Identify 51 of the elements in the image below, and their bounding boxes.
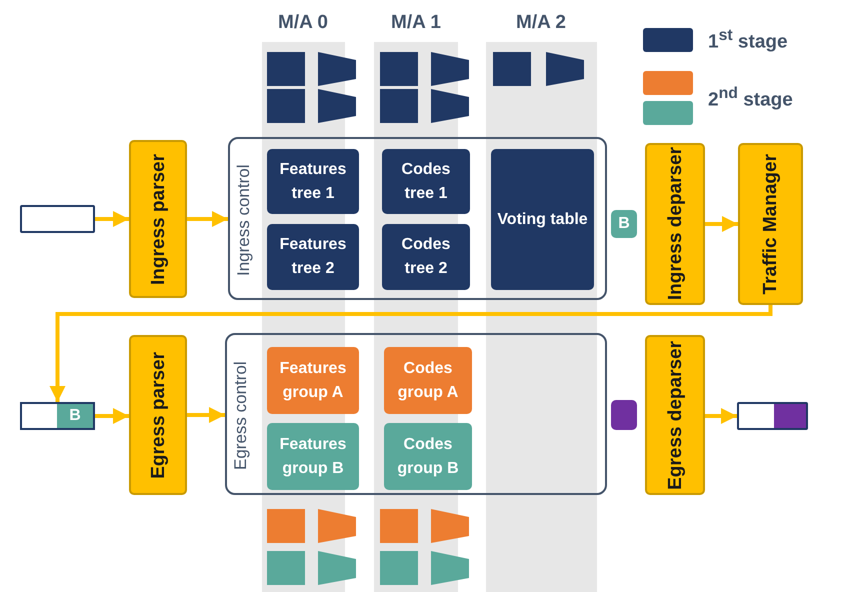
block-label: Ingress parser: [146, 154, 170, 284]
packet-box: [20, 402, 95, 430]
column-heading: M/A 1: [390, 12, 442, 34]
arrow: [95, 408, 129, 424]
table-box: [267, 224, 359, 290]
table-label: Codes group A: [396, 358, 460, 402]
arrow: [187, 211, 228, 227]
arrow: [705, 408, 737, 424]
arrow: [187, 407, 225, 423]
table-label: Features tree 1: [278, 160, 348, 204]
table-label: Features tree 2: [278, 235, 348, 279]
table-box: [267, 423, 359, 490]
table-box: [267, 149, 359, 214]
table-box: [267, 347, 359, 414]
legend-label: 1$^{st}$ stage: [708, 27, 788, 54]
table-label: Voting table: [496, 210, 589, 230]
table-box: [491, 149, 594, 290]
control-block: [228, 137, 607, 300]
table-label: Codes tree 1: [400, 160, 452, 204]
table-box: [384, 423, 472, 490]
metadata-box: [611, 400, 637, 430]
packet-box: [20, 205, 95, 233]
control-label: Ingress control: [234, 164, 254, 278]
packet-box: [737, 402, 808, 430]
parser-block: [129, 335, 187, 495]
table-box: [382, 224, 470, 290]
column-heading: M/A 0: [277, 12, 329, 34]
deparser-block: [645, 335, 705, 495]
table-box: [384, 347, 472, 414]
block-label: Egress parser: [146, 352, 170, 478]
deparser-block: [645, 143, 705, 305]
arrow: [95, 211, 129, 227]
header-field: B: [57, 404, 93, 428]
table-label: Features group A: [278, 358, 348, 402]
table-label: B: [617, 214, 631, 234]
table-label: Codes tree 2: [400, 235, 452, 279]
table-label: Features group B: [278, 434, 348, 478]
block-label: Traffic Manager: [759, 154, 782, 294]
block-label: Ingress deparser: [664, 147, 686, 301]
block-label: Egress deparser: [664, 340, 686, 490]
control-block: [225, 333, 607, 495]
column-heading: M/A 2: [515, 12, 567, 34]
arrow: [50, 305, 772, 402]
parser-block: [129, 140, 187, 298]
control-label: Egress control: [231, 360, 251, 472]
arrow: [705, 216, 738, 232]
legend-label: 2$^{nd}$ stage: [708, 85, 793, 112]
traffic-manager-block: [738, 143, 803, 305]
metadata-box: [611, 210, 637, 238]
table-label: Codes group B: [396, 434, 460, 478]
table-box: [382, 149, 470, 214]
